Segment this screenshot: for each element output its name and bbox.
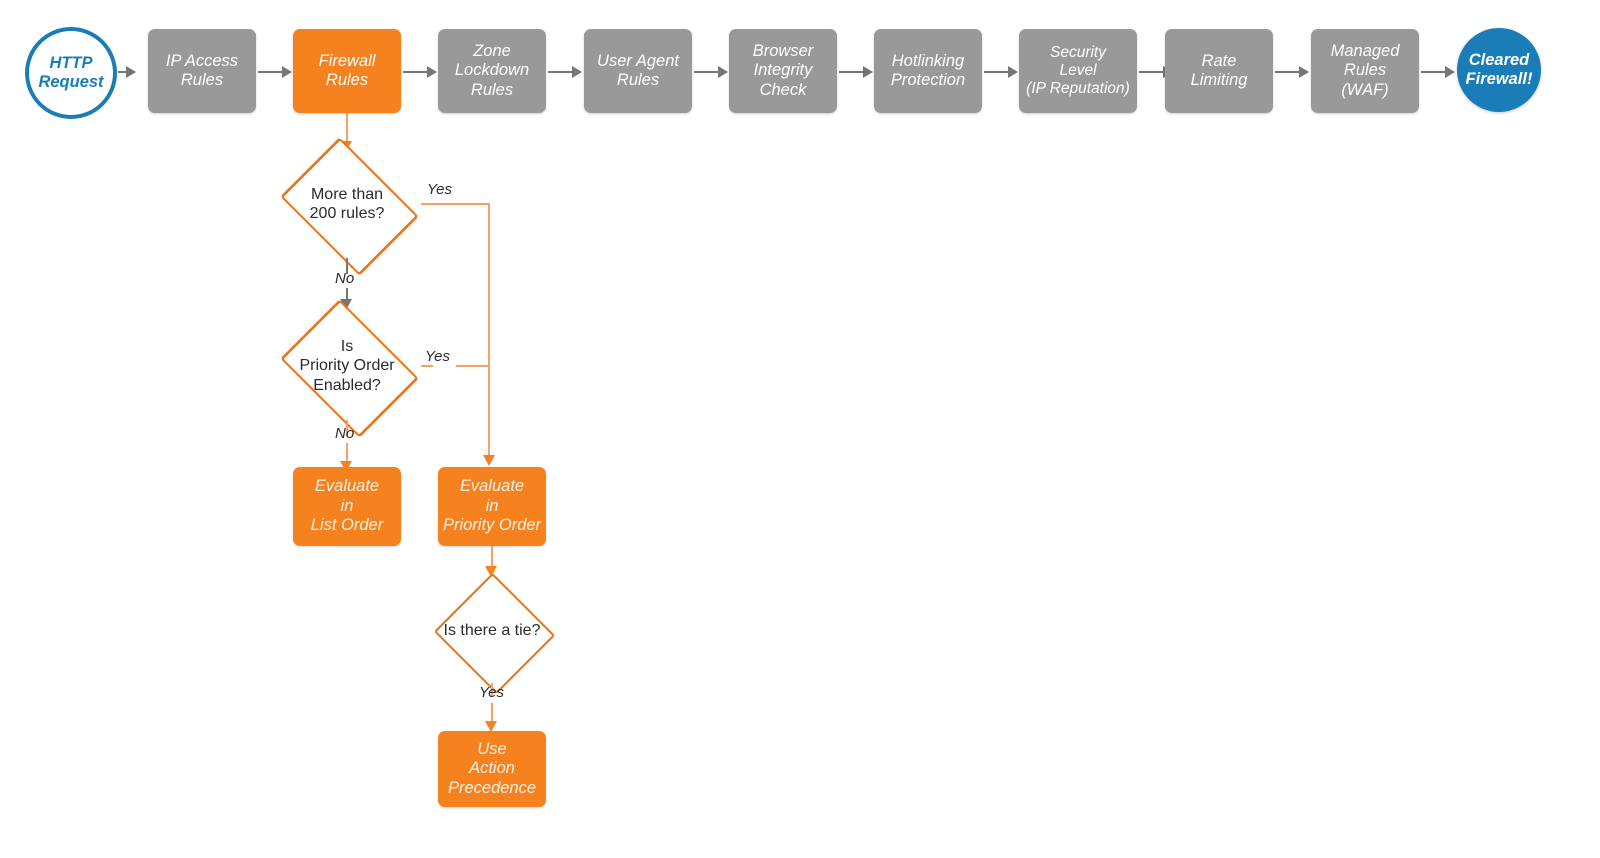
edge-d3-yes-vertical <box>491 683 493 697</box>
arrow-d1-no-to-decision-priority <box>340 299 352 310</box>
diamond-shape <box>279 298 419 438</box>
edge-d2-no-vertical <box>346 420 348 436</box>
edge-firewall-to-zone-lockdown <box>403 71 429 73</box>
edge-d1-yes-vertical <box>488 203 490 460</box>
edge-d1-no-vertical-2 <box>346 288 348 302</box>
edge-label-d1-no: No <box>335 270 355 287</box>
edge-firewall-to-decision-200rules <box>346 113 348 145</box>
arrow-d3-yes-to-action-precedence <box>485 721 497 732</box>
arrow-user-agent-to-browser-integrity <box>718 66 728 78</box>
arrow-managed-rules-to-cleared <box>1445 66 1455 78</box>
arrow-browser-integrity-to-hotlinking <box>863 66 873 78</box>
edge-ip-access-to-firewall <box>258 71 284 73</box>
edge-zone-lockdown-to-user-agent <box>548 71 574 73</box>
edge-d1-no-vertical <box>346 258 348 274</box>
edge-d2-yes-horizontal-a <box>421 365 433 367</box>
edge-evaluate-priority-to-tie <box>491 546 493 570</box>
edge-browser-integrity-to-hotlinking <box>839 71 865 73</box>
edge-security-level-to-rate-limiting <box>1139 71 1165 73</box>
edge-label-d2-no: No <box>335 425 355 442</box>
arrow-hotlinking-to-security-level <box>1008 66 1018 78</box>
diamond-shape <box>279 136 419 276</box>
edge-start-to-ip-access <box>118 71 130 73</box>
edge-hotlinking-to-security-level <box>984 71 1010 73</box>
arrow-firewall-to-zone-lockdown <box>427 66 437 78</box>
arrow-evaluate-priority-to-tie <box>485 566 497 577</box>
diamond-shape <box>433 572 555 694</box>
edge-d2-yes-horizontal-b <box>456 365 489 367</box>
edge-user-agent-to-browser-integrity <box>694 71 720 73</box>
arrow-ip-access-to-firewall <box>282 66 292 78</box>
edge-managed-rules-to-cleared <box>1421 71 1447 73</box>
edge-rate-limiting-to-managed-rules <box>1275 71 1301 73</box>
edge-label-d2-yes: Yes <box>425 348 451 365</box>
arrow-start-to-ip-access <box>126 66 136 78</box>
edge-d2-no-vertical-2 <box>346 443 348 465</box>
edge-label-d3-yes: Yes <box>479 684 505 701</box>
arrow-d1-yes-to-evaluate-priority <box>483 455 495 466</box>
arrow-zone-lockdown-to-user-agent <box>572 66 582 78</box>
edge-d1-yes-horizontal <box>421 203 489 205</box>
node-is-there-a-tie[interactable]: Is there a tie? <box>417 572 567 694</box>
edge-d3-yes-vertical-2 <box>491 703 493 725</box>
arrow-d2-no-to-evaluate-list <box>340 461 352 472</box>
edge-label-d1-yes: Yes <box>427 181 453 198</box>
arrow-rate-limiting-to-managed-rules <box>1299 66 1309 78</box>
